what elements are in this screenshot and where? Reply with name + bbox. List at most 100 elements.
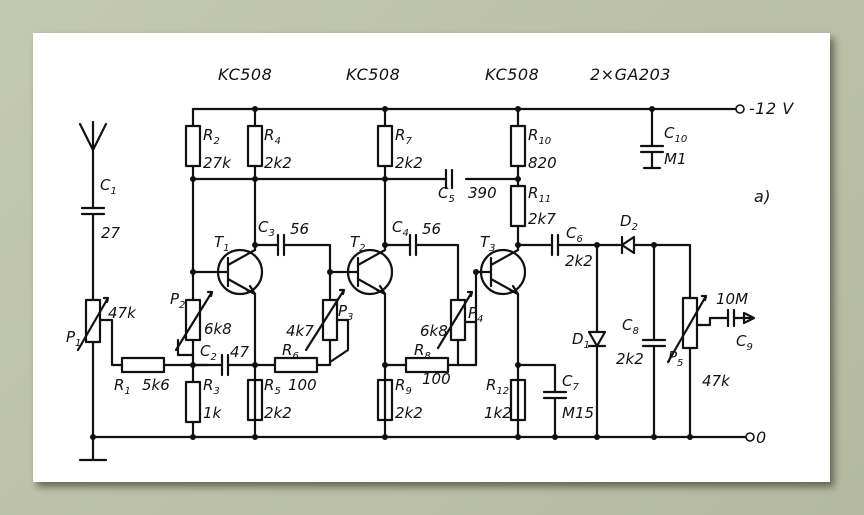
resistor-r9 bbox=[376, 378, 394, 422]
c7-value: M15 bbox=[562, 404, 594, 422]
r1-name: R1 bbox=[114, 376, 131, 397]
p2-value: 6k8 bbox=[204, 320, 232, 338]
resistor-r12 bbox=[509, 378, 527, 422]
r12-name: R12 bbox=[486, 376, 509, 397]
capacitor-c6 bbox=[516, 233, 620, 257]
resistor-r10 bbox=[509, 107, 527, 188]
r8-name: R8 bbox=[414, 341, 431, 362]
capacitor-c10 bbox=[639, 107, 665, 170]
r2-name: R2 bbox=[203, 126, 220, 147]
p3-name: P3 bbox=[338, 302, 353, 323]
output-value-label: 10M bbox=[716, 290, 748, 308]
c2-name: C2 bbox=[200, 342, 217, 363]
r5-value: 2k2 bbox=[264, 404, 292, 422]
diode-d1 bbox=[587, 243, 607, 439]
transistor-t2 bbox=[328, 248, 394, 296]
c7-name: C7 bbox=[562, 372, 579, 393]
resistor-r6 bbox=[253, 356, 332, 374]
c6-value: 2k2 bbox=[565, 252, 593, 270]
supply-terminal bbox=[735, 104, 745, 114]
c1-value: 27 bbox=[101, 224, 121, 242]
schematic-paper bbox=[33, 33, 830, 482]
t2-type-label: KC508 bbox=[346, 65, 400, 84]
r2-value: 27k bbox=[203, 154, 232, 172]
r7-name: R7 bbox=[395, 126, 412, 147]
t1-name: T1 bbox=[214, 233, 230, 254]
transistor-t1 bbox=[191, 248, 264, 296]
r9-value: 2k2 bbox=[395, 404, 423, 422]
c10-name: C10 bbox=[664, 124, 687, 145]
supply-label: -12 V bbox=[749, 99, 794, 118]
r3-name: R3 bbox=[203, 376, 220, 397]
c5-name: C5 bbox=[438, 184, 455, 205]
capacitor-c4 bbox=[383, 233, 460, 302]
t3-type-label: KC508 bbox=[485, 65, 539, 84]
potentiometer-p1 bbox=[76, 296, 124, 439]
p4-name: P4 bbox=[468, 304, 483, 325]
potentiometer-p5 bbox=[666, 294, 730, 439]
r11-name: R11 bbox=[528, 184, 551, 205]
c10-value: M1 bbox=[664, 150, 687, 168]
ground-terminal bbox=[745, 432, 755, 442]
capacitor-c9 bbox=[726, 308, 756, 328]
p5-value: 47k bbox=[702, 372, 731, 390]
diode-d2 bbox=[616, 235, 692, 300]
p1-value: 47k bbox=[108, 304, 137, 322]
figure-label: a) bbox=[754, 187, 771, 206]
c8-value: 2k2 bbox=[616, 350, 644, 368]
antenna-icon bbox=[78, 120, 108, 160]
capacitor-c1 bbox=[80, 156, 106, 302]
capacitor-c5 bbox=[444, 168, 454, 190]
ground-label: 0 bbox=[756, 428, 767, 447]
transistor-t3 bbox=[474, 248, 527, 367]
ground-icon bbox=[78, 435, 108, 462]
resistor-r2 bbox=[184, 107, 202, 302]
p4-value: 6k8 bbox=[420, 322, 448, 340]
r11-value: 2k7 bbox=[528, 210, 556, 228]
capacitor-c2 bbox=[191, 353, 257, 377]
c1-name: C1 bbox=[100, 176, 117, 197]
c3-value: 56 bbox=[290, 220, 309, 238]
r9-name: R9 bbox=[395, 376, 412, 397]
r3-value: 1k bbox=[203, 404, 223, 422]
capacitor-c8 bbox=[641, 243, 667, 439]
d1-name: D1 bbox=[572, 330, 590, 351]
r4-name: R4 bbox=[264, 126, 281, 147]
r10-value: 820 bbox=[528, 154, 557, 172]
p5-name: P5 bbox=[668, 348, 683, 369]
d2-name: D2 bbox=[620, 212, 638, 233]
junction-dots bbox=[90, 106, 693, 440]
p2-name: P2 bbox=[170, 290, 185, 311]
c8-name: C8 bbox=[622, 316, 639, 337]
r5-name: R5 bbox=[264, 376, 281, 397]
r1-value: 5k6 bbox=[142, 376, 170, 394]
r6-name: R6 bbox=[282, 341, 299, 362]
c6-name: C6 bbox=[566, 224, 583, 245]
r7-value: 2k2 bbox=[395, 154, 423, 172]
r4-value: 2k2 bbox=[264, 154, 292, 172]
c4-name: C4 bbox=[392, 218, 409, 239]
diodes-type-label: 2×GA203 bbox=[590, 65, 671, 84]
r12-value: 1k2 bbox=[484, 404, 512, 422]
resistor-r11 bbox=[509, 184, 527, 252]
c9-name: C9 bbox=[736, 332, 753, 353]
resistor-r8 bbox=[383, 356, 478, 374]
c2-value: 47 bbox=[230, 343, 250, 361]
potentiometer-p2 bbox=[174, 290, 214, 367]
r6-value: 100 bbox=[288, 376, 317, 394]
r8-value: 100 bbox=[422, 370, 451, 388]
p3-value: 4k7 bbox=[286, 322, 314, 340]
c4-value: 56 bbox=[422, 220, 441, 238]
c3-name: C3 bbox=[258, 218, 275, 239]
t3-name: T3 bbox=[480, 233, 496, 254]
potentiometer-p3 bbox=[304, 288, 350, 367]
t1-type-label: KC508 bbox=[218, 65, 272, 84]
resistor-r3 bbox=[184, 363, 202, 439]
p1-name: P1 bbox=[66, 328, 81, 349]
c5-value: 390 bbox=[468, 184, 497, 202]
capacitor-c3 bbox=[253, 233, 332, 302]
resistor-r5 bbox=[246, 378, 264, 422]
t2-name: T2 bbox=[350, 233, 366, 254]
r10-name: R10 bbox=[528, 126, 551, 147]
